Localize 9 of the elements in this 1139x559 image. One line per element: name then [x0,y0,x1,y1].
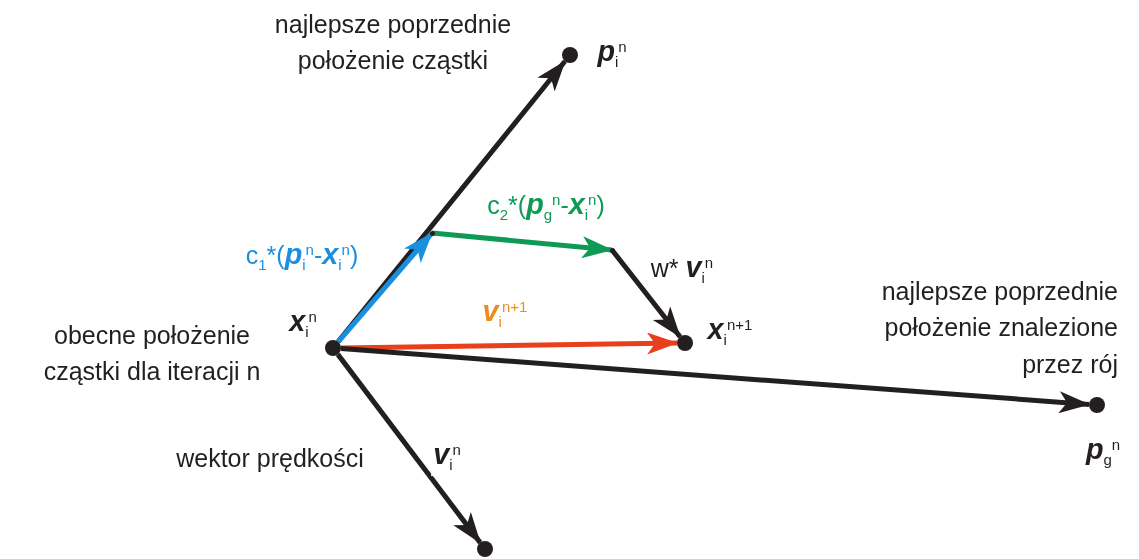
vector-arrow [340,332,678,355]
description-text: najlepsze poprzednie położenie cząstki [273,8,513,76]
vector-arrow [336,231,434,344]
vector-caption: wektor prędkości [176,442,364,474]
vector-arrow [340,346,1090,414]
description-text: obecne położenie cząstki dla iteracji n [42,319,262,387]
vector-arrow [610,248,683,339]
vector-arrow [335,352,483,545]
description-text: najlepsze poprzednie położenie znalezione przez rój [880,275,1118,380]
